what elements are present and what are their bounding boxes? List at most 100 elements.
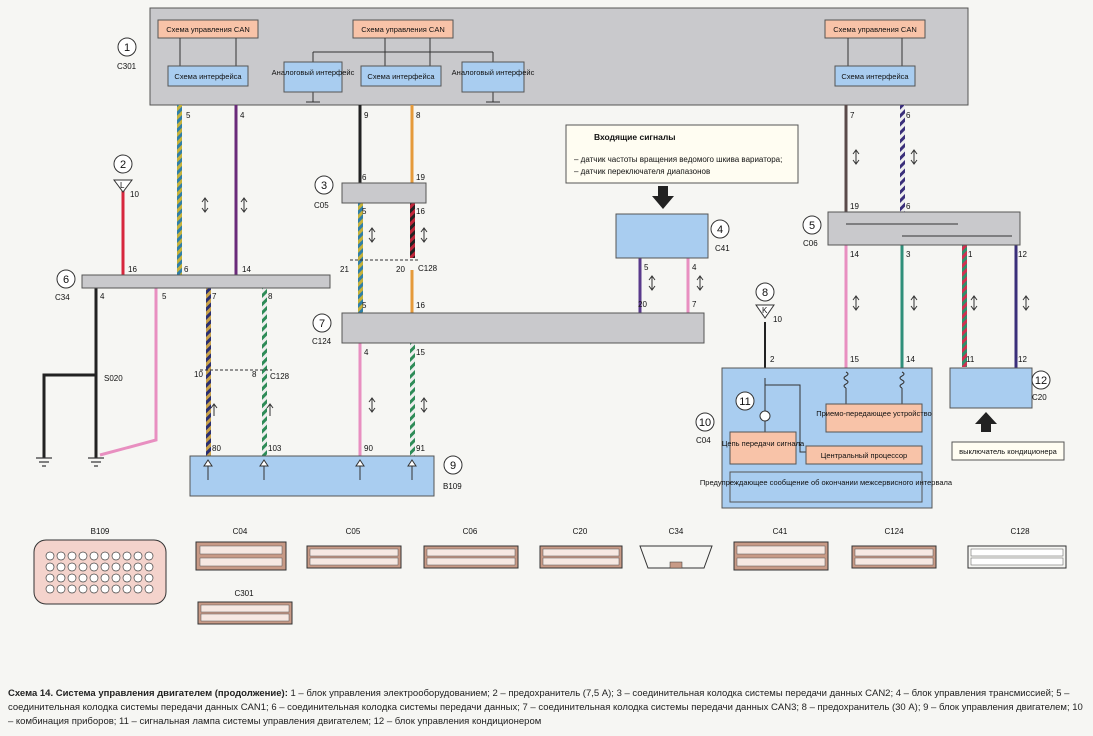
pin-label: 5 bbox=[644, 263, 649, 272]
pin-label: 7 bbox=[692, 300, 697, 309]
connector-label: C301 bbox=[234, 589, 254, 598]
pin-label: 2 bbox=[770, 355, 775, 364]
pin-label: 8 bbox=[268, 292, 273, 301]
b109-block bbox=[189, 455, 435, 497]
node-9-number: 9 bbox=[450, 460, 456, 472]
node-3-number: 3 bbox=[321, 180, 327, 192]
fuse-2-rating: 10 bbox=[130, 190, 139, 199]
c06-bar bbox=[827, 211, 1021, 246]
pin-label: 10 bbox=[194, 370, 203, 379]
ground-icon bbox=[36, 457, 104, 467]
c34-tag: C34 bbox=[55, 293, 70, 302]
connector-label: C06 bbox=[463, 527, 478, 536]
analog-box-2 bbox=[461, 61, 525, 93]
node-4-number: 4 bbox=[717, 224, 723, 236]
pin-label: 3 bbox=[906, 250, 911, 259]
pin-label: 9 bbox=[364, 111, 369, 120]
connector-label: C34 bbox=[669, 527, 684, 536]
c05-tag: C05 bbox=[314, 201, 329, 210]
connector-label: C128 bbox=[1010, 527, 1030, 536]
pin-label: 91 bbox=[416, 444, 425, 453]
pin-label: 12 bbox=[1018, 355, 1027, 364]
pin-label: 5 bbox=[362, 301, 367, 310]
pin-label: 15 bbox=[850, 355, 859, 364]
c04-tag: C04 bbox=[696, 436, 711, 445]
figure-caption: Схема 14. Система управления двигателем … bbox=[8, 687, 1088, 729]
pin-label: 16 bbox=[128, 265, 137, 274]
node-1-marker bbox=[117, 37, 137, 57]
pin-label: 21 bbox=[340, 265, 349, 274]
warning-box bbox=[729, 471, 923, 503]
connector-label: C05 bbox=[346, 527, 361, 536]
pin-label: 14 bbox=[242, 265, 251, 274]
pin-label: 7 bbox=[212, 292, 217, 301]
c41-block bbox=[615, 213, 709, 259]
node-8-marker bbox=[755, 282, 775, 302]
node-10-marker bbox=[695, 412, 715, 432]
analog-box-1 bbox=[283, 61, 343, 93]
s020-tag: S020 bbox=[104, 374, 123, 383]
node-1-number: 1 bbox=[124, 42, 130, 54]
pin-label: 103 bbox=[268, 444, 282, 453]
signal-circuit-box bbox=[729, 431, 797, 465]
transceiver-label: Приемо-передающее устройство bbox=[816, 409, 931, 418]
ac-switch-arrow-icon bbox=[975, 412, 997, 432]
iface-box-3 bbox=[834, 65, 916, 87]
pin-label: 8 bbox=[416, 111, 421, 120]
signals-box bbox=[565, 124, 799, 184]
fuse-2-icon bbox=[113, 179, 133, 193]
warning-lamp-icon bbox=[759, 410, 771, 422]
transceiver-box bbox=[825, 403, 923, 433]
pin-numbers: 5 4 9 8 7 6 6 19 5 16 21 20 5 16 16 6 14… bbox=[100, 111, 1027, 453]
wires bbox=[42, 105, 1018, 458]
warning-label: Предупреждающее сообщение об окончании м… bbox=[700, 478, 953, 487]
pin-label: 20 bbox=[638, 300, 647, 309]
c301-tag: C301 bbox=[117, 62, 137, 71]
node-12-number: 12 bbox=[1035, 375, 1047, 387]
pin-label: 12 bbox=[1018, 250, 1027, 259]
node-2-number: 2 bbox=[120, 159, 126, 171]
pin-label: 4 bbox=[100, 292, 105, 301]
pin-label: 20 bbox=[396, 265, 405, 274]
node-7-marker bbox=[312, 313, 332, 333]
ac-switch-label: выключатель кондиционера bbox=[959, 447, 1058, 456]
c124-tag: C124 bbox=[312, 337, 332, 346]
fuse-8-rating: 10 bbox=[773, 315, 782, 324]
pin-label: 4 bbox=[692, 263, 697, 272]
connector-label: C41 bbox=[773, 527, 788, 536]
iface-box-2 bbox=[360, 65, 442, 87]
pin-label: 6 bbox=[906, 202, 911, 211]
connector-b109-icon bbox=[33, 539, 167, 605]
node-8-number: 8 bbox=[762, 287, 768, 299]
node-12-marker bbox=[1031, 370, 1051, 390]
c04-internal-lines bbox=[764, 378, 903, 453]
pin-label: 16 bbox=[416, 207, 425, 216]
iface-box-1 bbox=[167, 65, 249, 87]
iface-box-1-label: Схема интерфейса bbox=[174, 72, 242, 81]
pin-label: 19 bbox=[850, 202, 859, 211]
connector-c34-icon bbox=[639, 545, 713, 569]
iface-box-2-label: Схема интерфейса bbox=[367, 72, 435, 81]
can-box-3 bbox=[824, 19, 926, 39]
node-11-marker bbox=[735, 391, 755, 411]
pin-label: 4 bbox=[240, 111, 245, 120]
can-box-1-label: Схема управления CAN bbox=[166, 25, 250, 34]
pin-label: 7 bbox=[850, 111, 855, 120]
pin-label: 5 bbox=[186, 111, 191, 120]
pin-label: 1 bbox=[968, 250, 973, 259]
pin-label: 14 bbox=[906, 355, 915, 364]
b109-tag: B109 bbox=[443, 482, 462, 491]
pin-label: 15 bbox=[416, 348, 425, 357]
node-10-number: 10 bbox=[699, 417, 711, 429]
fuse-8-icon bbox=[755, 304, 775, 319]
node-6-marker bbox=[56, 269, 76, 289]
can-box-1 bbox=[157, 19, 259, 39]
node-5-marker bbox=[802, 215, 822, 235]
c124-bar bbox=[341, 312, 705, 344]
connector-label: C124 bbox=[884, 527, 904, 536]
fuse-2-letter: L bbox=[120, 181, 125, 190]
c20-tag: C20 bbox=[1032, 393, 1047, 402]
node-11-number: 11 bbox=[739, 396, 750, 408]
connector-label: B109 bbox=[91, 527, 110, 536]
